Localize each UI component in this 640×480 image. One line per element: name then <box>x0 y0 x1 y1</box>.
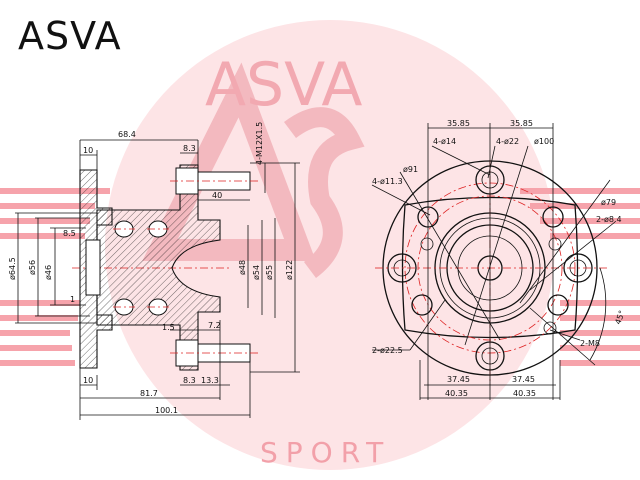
dim-1-5: 1.5 <box>162 323 175 332</box>
dim-10-bottom: 10 <box>83 376 93 385</box>
dim-35-85-right: 35.85 <box>510 119 533 128</box>
watermark-subtext: SPORT <box>260 436 391 469</box>
dim-55: ø55 <box>265 265 274 280</box>
dim-2-8-4: 2-ø8.4 <box>596 215 622 224</box>
dim-4-14: 4-ø14 <box>433 137 456 146</box>
dim-angle-45: 45° <box>613 309 626 325</box>
front-view: 35.85 35.85 4-ø14 4-ø22 ø100 ø91 4-ø11.3… <box>371 119 627 400</box>
dim-100-1: 100.1 <box>155 406 178 415</box>
dim-40-35-right: 40.35 <box>513 389 536 398</box>
dim-2-m8: 2-M8 <box>580 339 600 348</box>
brand-title: ASVA <box>18 14 122 58</box>
wheel-stud-top <box>170 167 258 195</box>
dim-56: ø56 <box>28 260 37 275</box>
dim-thread: 4-M12X1.5 <box>255 122 264 165</box>
dim-37-45-right: 37.45 <box>512 375 535 384</box>
dim-2-22-5: 2-ø22.5 <box>372 346 403 355</box>
dim-40-35-left: 40.35 <box>445 389 468 398</box>
dim-10-top: 10 <box>83 146 93 155</box>
dim-79: ø79 <box>601 198 616 207</box>
dim-35-85-left: 35.85 <box>447 119 470 128</box>
dim-1: 1 <box>70 295 75 304</box>
dim-13-3: 13.3 <box>201 376 219 385</box>
dim-40: 40 <box>212 191 222 200</box>
dim-64-5: ø64.5 <box>8 257 17 280</box>
dim-91: ø91 <box>403 165 418 174</box>
dim-68-4: 68.4 <box>118 130 136 139</box>
dim-81-7: 81.7 <box>140 389 158 398</box>
dim-54: ø54 <box>252 265 261 280</box>
dim-7-2: 7.2 <box>208 321 221 330</box>
dim-4-22: 4-ø22 <box>496 137 519 146</box>
dim-8-3-top: 8.3 <box>183 144 196 153</box>
dim-4-11-3: 4-ø11.3 <box>372 177 403 186</box>
watermark-text: ASVA <box>205 50 362 120</box>
side-section-view: 68.4 10 8.3 4-M12X1.5 40 8.5 ø64.5 ø56 ø… <box>8 122 300 420</box>
dim-8-3-bottom: 8.3 <box>183 376 196 385</box>
wheel-stud-bottom <box>170 339 258 367</box>
dim-46: ø46 <box>44 265 53 280</box>
dim-8-5: 8.5 <box>63 229 76 238</box>
dim-100: ø100 <box>534 137 554 146</box>
dim-37-45-left: 37.45 <box>447 375 470 384</box>
dim-122: ø122 <box>285 260 294 280</box>
dim-48: ø48 <box>238 260 247 275</box>
